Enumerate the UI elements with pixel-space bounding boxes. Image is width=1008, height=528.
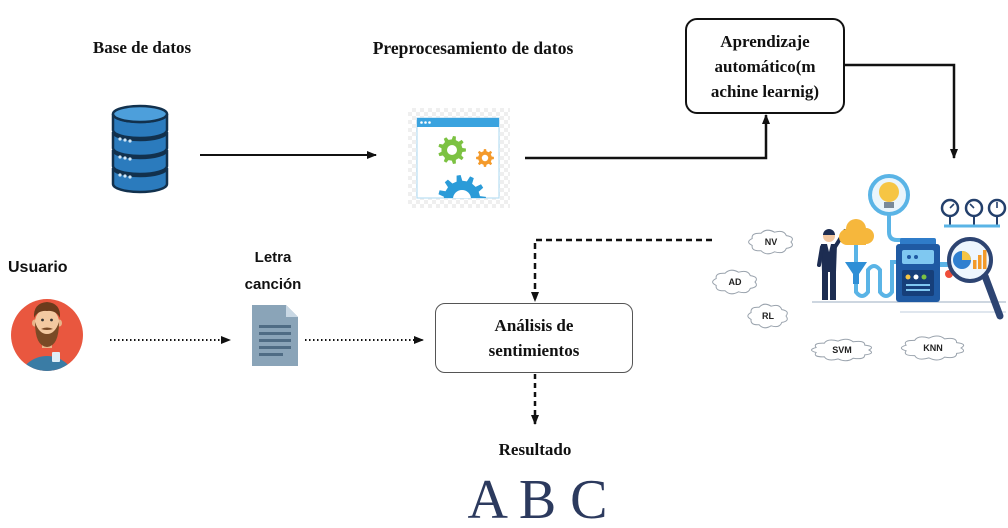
model-label-nv: NV [765,237,778,247]
model-cloud-knn [900,335,965,361]
yellow-cloud-icon [839,219,874,245]
database-disk [111,149,169,176]
model-cloud-ad [712,269,757,295]
lyrics-label-line-2: canción [244,276,302,293]
model-label-svm: SVM [832,345,852,355]
avatar-hair [33,302,61,318]
document-page [252,305,298,366]
sentiment-analysis-line-2: sentimientos [488,341,580,360]
gears-icon [408,108,510,208]
pipe [854,260,896,298]
machine-learning-line-1: Aprendizaje [720,31,810,51]
result-label: Resultado [498,440,572,459]
model-clouds: NV AD RL SVM KNN [712,229,965,362]
machine-learning-line-2: automático(m [714,56,816,76]
database-disk [111,167,169,194]
database-top [111,104,169,124]
lyrics-label-line-1: Letra [254,249,292,266]
document-lines [259,325,291,356]
avatar-shirt [20,356,74,371]
sentiment-analysis-line-1: Análisis de [494,316,574,335]
edge-models-to-sentiment-analysis [531,238,712,302]
lyrics-label: Letra canción [233,244,313,298]
gauges-icon [940,198,1007,228]
machine-icon [896,238,954,302]
edge-machine-learning-to-models [845,63,958,159]
gears-icon-titlebar [417,118,499,127]
lightbulb-icon [868,174,910,242]
database-disk [111,131,169,158]
model-cloud-rl [747,303,788,329]
result-value: A B C [467,469,608,528]
document-icon [252,305,298,366]
blue-gear-icon [438,175,486,198]
model-label-ad: AD [729,277,742,287]
funnel-icon [845,262,867,284]
document-fold [286,305,298,317]
avatar-mug [52,352,60,362]
user-label: Usuario [8,259,68,276]
sentiment-analysis-box: Análisis de sentimientos [435,303,633,373]
edge-preprocessing-to-machine-learning [525,114,770,160]
user-avatar-icon [11,299,83,371]
machine-learning-box: Aprendizaje automático(m achine learnig) [685,18,845,114]
model-cloud-nv [748,229,793,255]
machine-learning-illustration: NV AD RL SVM KNN [712,174,1007,362]
avatar-face [35,309,59,335]
model-cloud-svm [811,338,873,362]
connectors [110,63,958,425]
avatar-beard [35,322,59,347]
machine-learning-line-3: achine learnig) [710,81,820,101]
database-dots [118,137,132,179]
model-label-rl: RL [762,311,774,321]
magnifier-chart-icon [947,237,1004,320]
preprocessing-label: Preprocesamiento de datos [372,38,574,58]
database-icon [111,104,169,194]
person-figure [817,229,847,300]
database-label: Base de datos [92,38,192,57]
model-label-knn: KNN [923,343,943,353]
